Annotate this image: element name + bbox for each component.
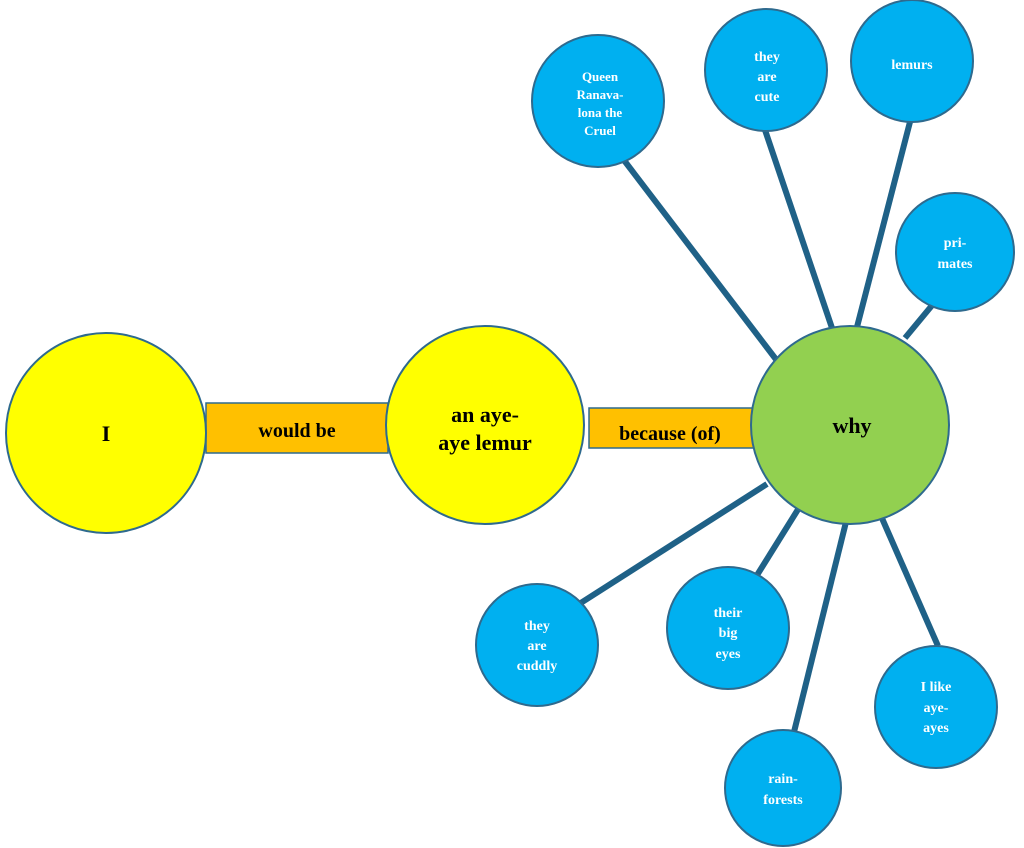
reason-text-line: I like — [921, 680, 952, 695]
reason-bubble — [531, 34, 665, 168]
reason-bubble — [666, 566, 790, 690]
reason-cute: they are cute — [704, 8, 828, 132]
reason-bubble — [895, 192, 1015, 312]
connector-eyes — [751, 501, 805, 582]
subject-label: I — [102, 421, 111, 446]
connector-primates — [902, 301, 937, 340]
link-bar-because — [588, 407, 755, 449]
why-circle — [750, 325, 950, 525]
reason-text-line: big — [719, 626, 738, 641]
reason-primates: pri- mates — [895, 192, 1015, 312]
connector-lemurs — [854, 117, 914, 328]
connector-rainforests — [791, 521, 849, 733]
why-label: why — [832, 413, 871, 438]
reason-text-line: lemurs — [891, 58, 933, 73]
connector-queen — [617, 153, 781, 364]
reason-bubble — [874, 645, 998, 769]
reason-cuddly: they are cuddly — [475, 583, 599, 707]
connector-cuddly — [574, 481, 769, 609]
reason-eyes: their big eyes — [666, 566, 790, 690]
reason-lemurs: lemurs — [850, 0, 974, 123]
reason-text-line: are — [527, 639, 546, 654]
reason-bubble — [724, 729, 842, 847]
reason-text-line: cuddly — [517, 659, 557, 674]
reason-text-line: rain- — [768, 772, 798, 787]
reason-text-line: lona the — [578, 105, 623, 120]
reason-text-line: eyes — [716, 647, 741, 662]
reason-text-line: Queen — [582, 69, 619, 84]
reason-text-line: cute — [755, 90, 780, 105]
object-label-line2: aye lemur — [438, 430, 532, 455]
link-label-would-be: would be — [258, 420, 335, 442]
reason-text-line: Ranava- — [577, 87, 624, 102]
reason-queen: Queen Ranava- lona the Cruel — [531, 34, 665, 168]
reason-text-line: aye- — [924, 701, 949, 716]
reason-text-line: pri- — [944, 236, 967, 251]
link-label-because: because (of) — [619, 423, 721, 445]
reason-text-line: their — [714, 606, 743, 621]
reason-like: I like aye- ayes — [874, 645, 998, 769]
connectors — [574, 117, 941, 733]
reason-bubble — [704, 8, 828, 132]
connector-like — [878, 514, 941, 648]
reason-text-line: Cruel — [584, 123, 616, 138]
reason-text-line: ayes — [923, 721, 949, 736]
reason-bubble — [475, 583, 599, 707]
reason-text-line: they — [754, 50, 780, 65]
subject-circle — [5, 332, 207, 534]
reason-bubble — [850, 0, 974, 123]
reason-rainforests: rain- forests — [724, 729, 842, 847]
object-circle — [385, 325, 585, 525]
object-label-line1: an aye- — [451, 402, 519, 427]
connector-cute — [762, 129, 835, 329]
reason-text-line: they — [524, 619, 550, 634]
reason-text-line: mates — [938, 257, 974, 272]
reason-text-line: are — [757, 70, 776, 85]
reason-text-line: forests — [763, 793, 803, 808]
